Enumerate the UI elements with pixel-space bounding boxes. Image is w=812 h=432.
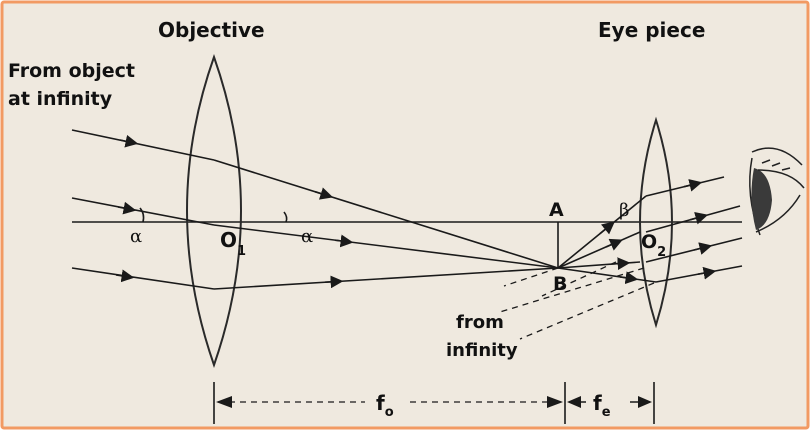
from-object-label-line1: From object [8,60,135,82]
alpha-label-right: α [301,226,313,247]
alpha-arc-right [283,211,288,223]
arrow-div-1 [599,221,615,235]
refracted-ray-middle [213,224,559,269]
dashed-ray-1 [503,267,559,287]
from-object-label-line2: at infinity [8,88,113,110]
eyepiece-label: Eye piece [598,18,705,42]
arrow-div-4 [619,271,639,285]
arrow-out-3 [693,242,713,255]
objective-label: Objective [158,18,265,42]
arrow-in-middle [117,201,137,215]
arrow-in-top [119,134,139,148]
fe-right-arrowhead [638,396,652,408]
arrow-ref-middle [334,234,354,248]
o2-label: O2 [641,231,666,260]
o2-subscript: 2 [657,245,666,260]
incoming-ray-top [71,129,215,161]
arrow-div-2 [605,238,623,251]
fe-left-arrowhead [567,396,581,408]
dashed-ray-3 [519,282,655,340]
arrow-ref-top [314,187,334,200]
objective-lens [186,53,242,369]
from-infinity-label-line1: from [456,312,504,333]
refracted-ray-top [213,159,559,269]
beta-label: β [619,200,629,221]
point-a-label: A [549,199,564,221]
fe-subscript: e [602,405,611,420]
fo-right-arrowhead [547,396,563,408]
incoming-ray-bottom [71,267,215,290]
diverging-ray-4 [557,267,657,283]
fo-left-arrowhead [216,396,232,408]
arrow-ref-bottom [324,275,344,289]
diverging-ray-2 [557,231,641,269]
arrow-div-3 [611,257,631,271]
fe-label: fe [593,391,611,420]
point-b-label: B [553,273,567,295]
fo-label: fo [376,391,394,420]
arrow-out-1 [683,179,703,192]
eyepiece-lens [639,116,673,329]
from-infinity-label-line2: infinity [446,340,518,361]
fo-subscript: o [385,405,394,420]
eye-icon [749,147,805,236]
ray-arrows [115,134,717,289]
dashed-ray-2 [499,267,645,313]
alpha-label-left: α [130,226,142,247]
o1-subscript: 1 [237,244,246,259]
dashed-ray-4 [541,261,617,297]
arrow-out-2 [689,212,709,225]
o1-label: O1 [220,228,246,259]
alpha-arc-left [139,207,145,223]
arrow-out-4 [697,266,717,280]
arrow-in-bottom [115,269,135,283]
refracted-ray-bottom [213,267,559,290]
